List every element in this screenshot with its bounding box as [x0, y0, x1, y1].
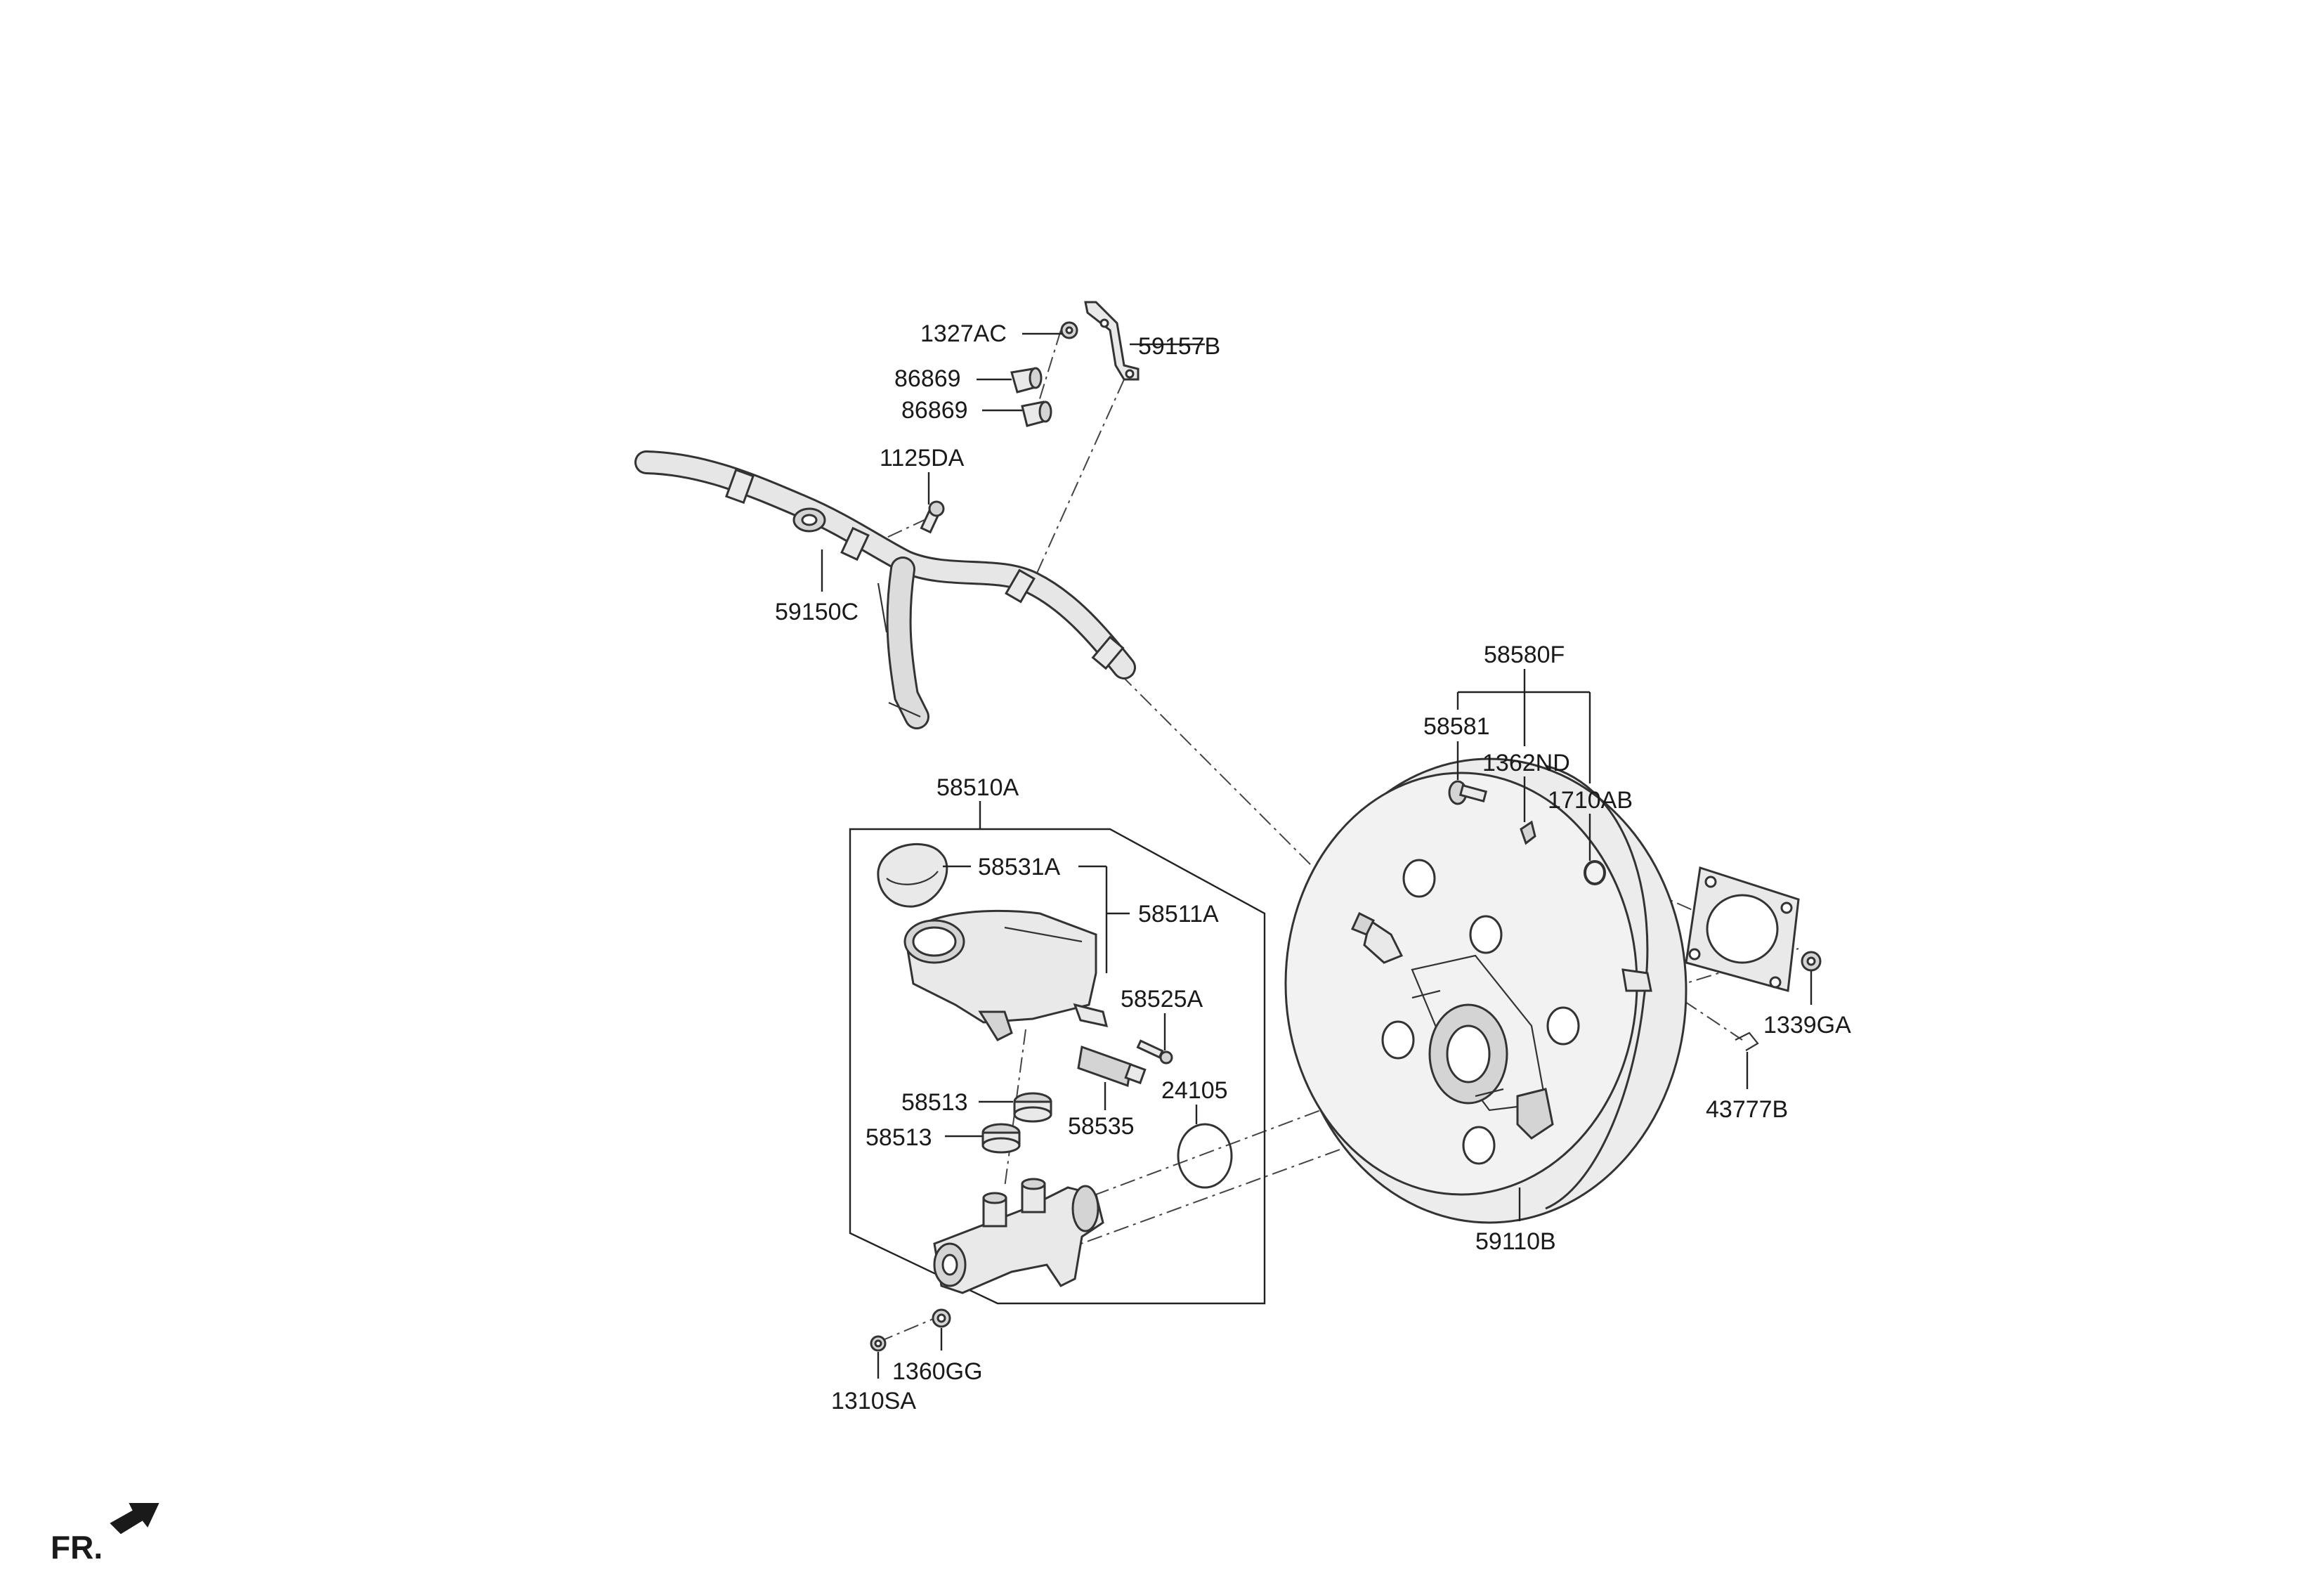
nut-1327ac [1060, 321, 1078, 339]
label-1310sa: 1310SA [831, 1388, 916, 1414]
part-labels: 1327AC 59157B 86869 86869 1125DA 59150C … [775, 320, 1851, 1414]
screw-58525a [1136, 1039, 1173, 1065]
grommet-86869-lower [1021, 401, 1052, 427]
leader-lines [821, 332, 1813, 1379]
label-59157b: 59157B [1138, 333, 1220, 360]
booster-gasket [1685, 866, 1800, 992]
front-label: FR. [51, 1529, 103, 1566]
front-direction-indicator: FR. [51, 1503, 159, 1566]
reservoir-cap-58531a [877, 842, 948, 908]
label-1710ab: 1710AB [1548, 787, 1633, 814]
bracket-59157b [1084, 301, 1140, 381]
label-58535: 58535 [1068, 1113, 1135, 1140]
vacuum-hose-59150c [634, 450, 1136, 729]
grommet-86869-upper [1010, 367, 1043, 393]
label-1327ac: 1327AC [920, 320, 1007, 347]
reservoir-58511a [903, 909, 1109, 1041]
label-86869-lower: 86869 [901, 397, 968, 424]
front-direction-arrow-icon [110, 1503, 159, 1535]
washer-1710ab [1584, 860, 1606, 885]
label-24105: 24105 [1161, 1077, 1228, 1104]
grommet-58513-lower [981, 1123, 1021, 1154]
brake-booster-59110b [1284, 757, 1687, 1224]
clevis-pin-43777b [1735, 1031, 1759, 1051]
bolt-1125da [920, 500, 945, 534]
label-1125da: 1125DA [880, 445, 965, 471]
label-58580f: 58580F [1484, 642, 1565, 668]
bolt-58581 [1448, 780, 1488, 805]
label-58511a: 58511A [1138, 901, 1219, 928]
label-1362nd: 1362ND [1482, 750, 1570, 776]
alignment-lines [863, 330, 1799, 1343]
label-86869-upper: 86869 [894, 365, 961, 392]
master-cylinder-body [933, 1178, 1104, 1294]
label-1360gg: 1360GG [892, 1358, 983, 1385]
nut-1310sa [870, 1335, 887, 1352]
label-58510a: 58510A [936, 774, 1019, 801]
clip-1362nd [1520, 820, 1536, 845]
label-59110b: 59110B [1475, 1228, 1556, 1255]
washer-1360gg [932, 1308, 951, 1328]
nut-1339ga [1801, 951, 1822, 972]
label-59150c: 59150C [775, 599, 859, 625]
label-58531a: 58531A [978, 854, 1061, 880]
label-58513-lower: 58513 [866, 1124, 932, 1151]
master-cylinder-assembly-box [849, 828, 1266, 1305]
sensor-58535 [1077, 1045, 1147, 1088]
label-58513-upper: 58513 [901, 1089, 968, 1116]
grommet-58513-upper [1013, 1092, 1052, 1123]
label-43777b: 43777B [1706, 1096, 1788, 1123]
label-58525a: 58525A [1121, 986, 1203, 1013]
label-58581: 58581 [1423, 713, 1490, 740]
label-1339ga: 1339GA [1763, 1012, 1851, 1039]
o-ring-24105 [1177, 1123, 1233, 1189]
